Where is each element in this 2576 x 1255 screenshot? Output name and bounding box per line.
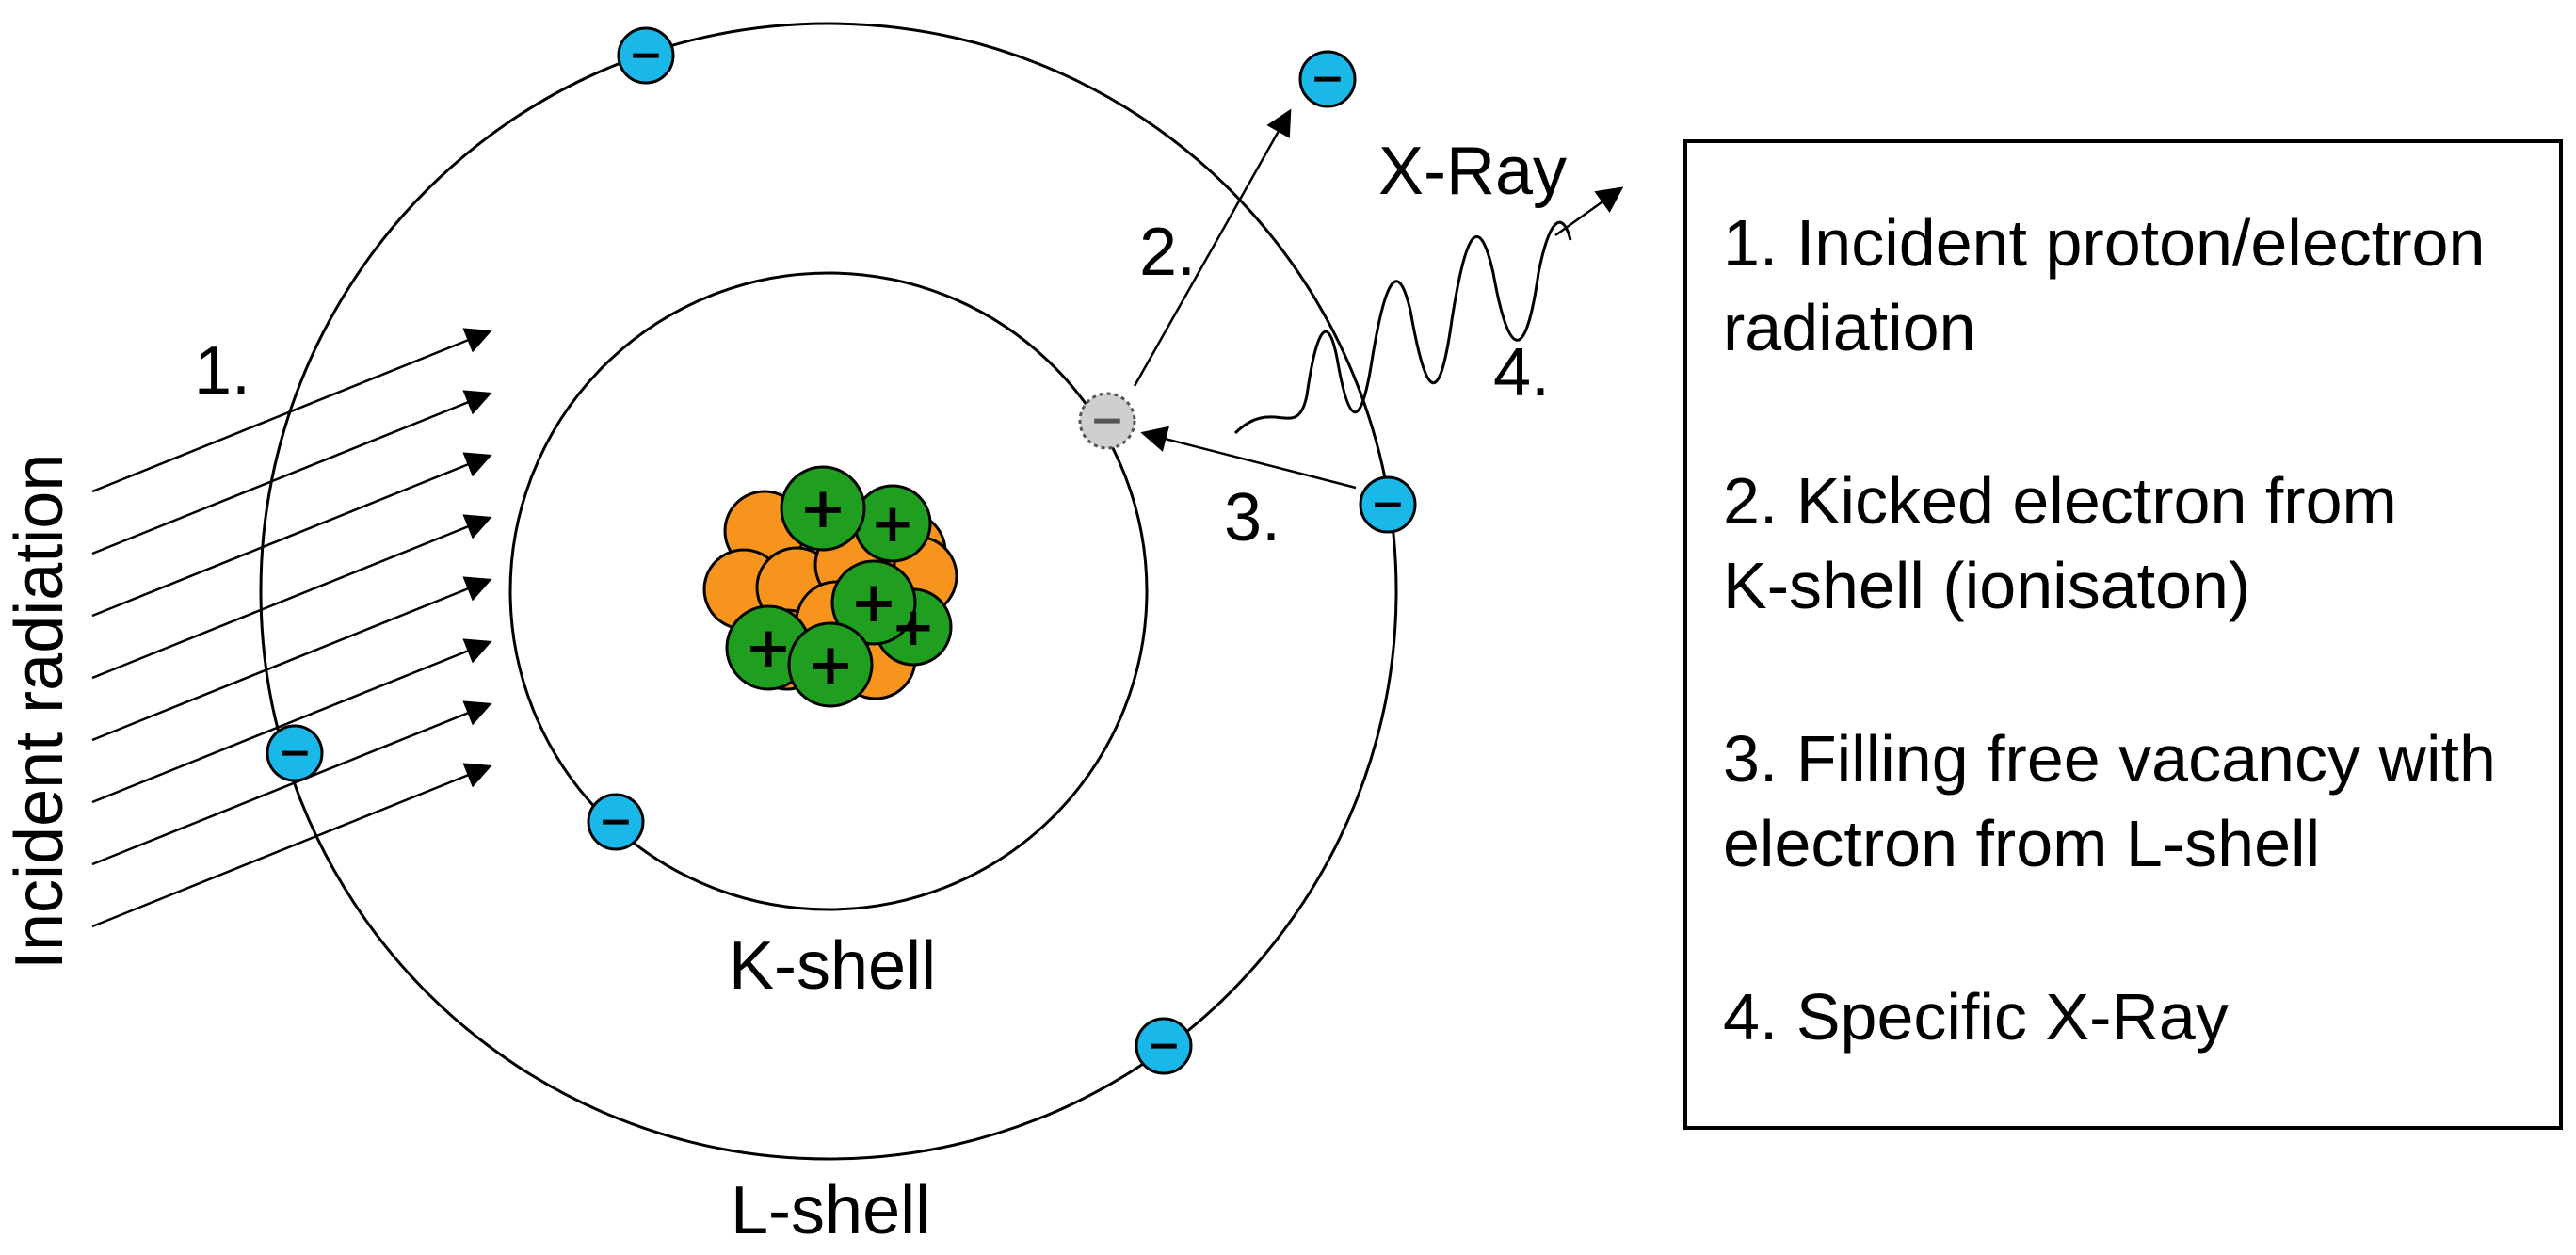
nucleus xyxy=(702,465,958,708)
proton-sign: + xyxy=(892,597,936,658)
incident-arrow xyxy=(91,390,492,555)
l-shell-orbit xyxy=(259,22,1398,1161)
proton-sign: + xyxy=(871,493,915,555)
proton-sign: + xyxy=(799,475,846,541)
electron-l-shell-right: − xyxy=(1359,475,1417,534)
svg-text:−: − xyxy=(1311,55,1345,103)
incident-arrow xyxy=(91,514,492,680)
k-shell-label: K-shell xyxy=(729,928,936,1004)
electron-k-shell: − xyxy=(587,793,645,851)
k-shell-orbit xyxy=(508,271,1149,911)
xray-label: X-Ray xyxy=(1378,134,1567,209)
kicked-electron-arrow xyxy=(1133,108,1292,387)
proton xyxy=(787,621,874,708)
svg-text:−: − xyxy=(278,729,313,777)
electron-l-shell-bottom: − xyxy=(1135,1017,1193,1075)
legend-item-2-line-1: 2. Kicked electron from xyxy=(1723,464,2397,538)
fill-vacancy-arrow xyxy=(1140,426,1357,490)
proton xyxy=(830,559,917,646)
step-4-label: 4. xyxy=(1493,335,1550,410)
xray-wave xyxy=(1233,220,1572,435)
svg-text:−: − xyxy=(1371,480,1406,528)
electron-vacancy: − xyxy=(1078,392,1136,450)
legend-box xyxy=(1683,139,2563,1130)
xray-wave-arrow xyxy=(1554,186,1624,237)
legend-item-1-line-2: radiation xyxy=(1723,291,1976,364)
legend-item-1-line-1: 1. Incident proton/electron xyxy=(1723,206,2485,280)
electron-escaped: − xyxy=(1298,50,1357,108)
legend-item-3-line-1: 3. Filling free vacancy with xyxy=(1723,722,2496,796)
legend-item-3-line-2: electron from L-shell xyxy=(1723,807,2320,880)
svg-text:−: − xyxy=(629,31,664,79)
proton-signs: + + + + + + xyxy=(745,475,936,698)
electron-l-shell-left: − xyxy=(266,724,324,782)
proton-sign: + xyxy=(850,570,897,636)
legend-item-2-line-2: K-shell (ionisaton) xyxy=(1723,549,2250,622)
l-shell-label: L-shell xyxy=(731,1173,930,1248)
incident-arrow xyxy=(91,700,492,866)
step-3-label: 3. xyxy=(1224,480,1280,555)
proton-sign: + xyxy=(807,632,854,698)
legend: 1. Incident proton/electron radiation 2.… xyxy=(1683,139,2563,1130)
incident-radiation-label: Incident radiation xyxy=(2,454,77,970)
svg-text:−: − xyxy=(599,797,634,845)
incident-arrow xyxy=(91,763,492,928)
incident-arrow xyxy=(91,328,492,493)
incident-radiation-arrows xyxy=(91,328,492,928)
step-2-label: 2. xyxy=(1139,215,1196,290)
incident-arrow xyxy=(91,452,492,618)
proton-sign: + xyxy=(745,615,792,681)
svg-text:−: − xyxy=(1090,396,1125,444)
legend-item-4-line-1: 4. Specific X-Ray xyxy=(1723,980,2229,1054)
svg-text:−: − xyxy=(1147,1022,1182,1070)
incident-arrow xyxy=(91,576,492,742)
incident-arrow xyxy=(91,638,492,804)
proton xyxy=(780,465,866,552)
step-1-label: 1. xyxy=(194,333,250,409)
electron-top: − xyxy=(617,26,675,85)
